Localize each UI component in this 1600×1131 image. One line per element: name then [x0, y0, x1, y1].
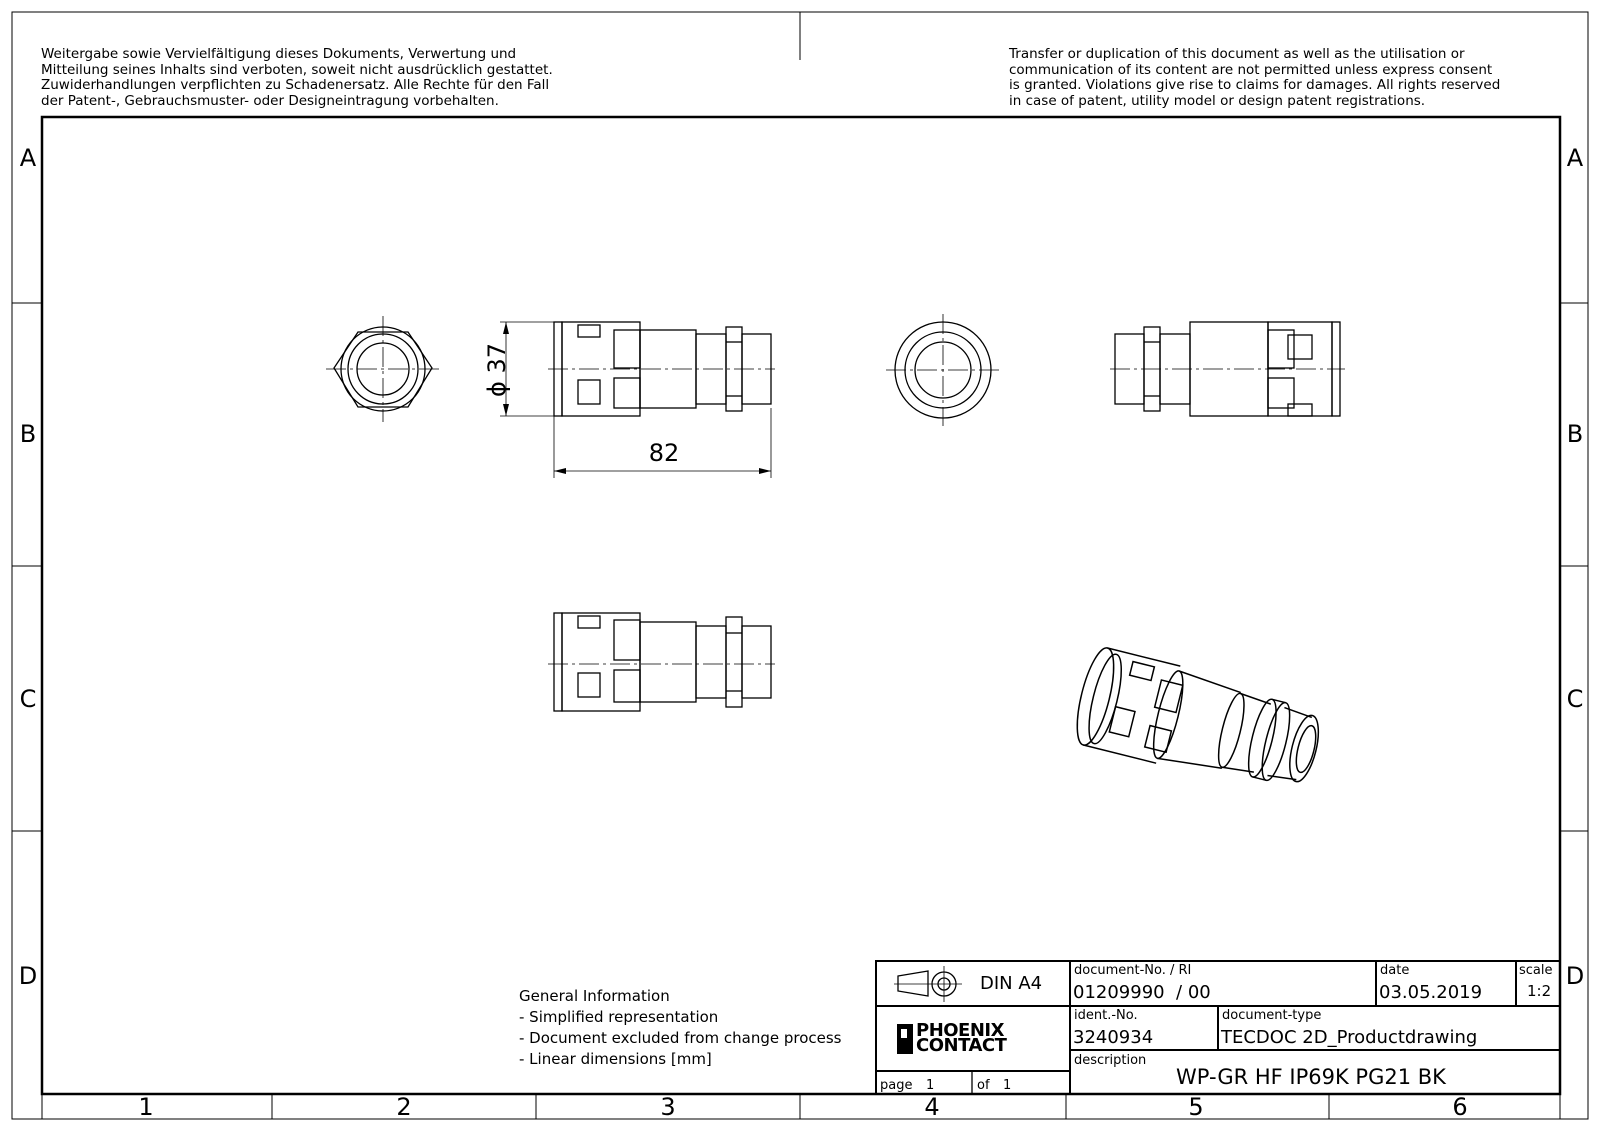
- ident-number-value: 3240934: [1073, 1027, 1154, 1048]
- grid-col-4: 4: [924, 1093, 940, 1121]
- document-type-value: TECDOC 2D_Productdrawing: [1221, 1027, 1478, 1048]
- logo-line-1: PHOENIX: [916, 1020, 1005, 1041]
- projection-symbol-icon: [894, 966, 962, 1002]
- general-info-item: - Linear dimensions [mm]: [519, 1050, 712, 1068]
- grid-col-2: 2: [396, 1093, 412, 1121]
- phoenix-logo-icon: [897, 1024, 913, 1054]
- general-information: General Information - Simplified represe…: [519, 986, 842, 1070]
- description-label: description: [1074, 1053, 1147, 1068]
- logo-line-2: CONTACT: [916, 1035, 1007, 1056]
- date-label: date: [1380, 963, 1410, 978]
- side-view-dimensioned: [500, 321, 775, 478]
- grid-col-6: 6: [1452, 1093, 1468, 1121]
- isometric-view: [1076, 647, 1320, 783]
- grid-row-c-left: C: [19, 685, 37, 713]
- drawing-frame: [40, 115, 1562, 1096]
- scale-label: scale: [1519, 963, 1553, 978]
- of-value: 1: [1003, 1078, 1012, 1093]
- ident-number-label: ident.-No.: [1074, 1008, 1138, 1023]
- front-view-hex: [326, 316, 440, 422]
- dimension-diameter: ϕ 37: [483, 343, 511, 397]
- front-view-round: [886, 314, 1000, 426]
- sheet-border: [11, 11, 1589, 1120]
- grid-col-3: 3: [660, 1093, 676, 1121]
- date-value: 03.05.2019: [1379, 982, 1483, 1003]
- side-view-mirrored: [1110, 321, 1345, 417]
- general-info-item: - Simplified representation: [519, 1008, 719, 1026]
- document-type-label: document-type: [1222, 1008, 1322, 1023]
- grid-row-d-right: D: [1565, 962, 1585, 990]
- company-logo: PHOENIX CONTACT: [916, 1020, 1007, 1056]
- grid-row-d-left: D: [18, 962, 38, 990]
- document-number-value: 01209990 / 00: [1073, 982, 1211, 1003]
- side-view-lower: [548, 612, 775, 712]
- grid-row-c-right: C: [1566, 685, 1584, 713]
- page-label: page: [880, 1078, 913, 1093]
- grid-col-5: 5: [1188, 1093, 1204, 1121]
- of-label: of: [977, 1078, 990, 1093]
- grid-row-a-left: A: [19, 144, 37, 172]
- description-value: WP-GR HF IP69K PG21 BK: [1176, 1065, 1446, 1089]
- dimension-length: 82: [648, 439, 680, 467]
- legal-notice-german: Weitergabe sowie Vervielfältigung dieses…: [41, 46, 553, 109]
- title-block-lines: [875, 960, 1561, 1095]
- general-info-heading: General Information: [519, 987, 670, 1005]
- grid-row-b-left: B: [19, 420, 37, 448]
- general-info-item: - Document excluded from change process: [519, 1029, 842, 1047]
- legal-notice-english: Transfer or duplication of this document…: [1009, 46, 1501, 109]
- grid-row-b-right: B: [1566, 420, 1584, 448]
- grid-row-a-right: A: [1566, 144, 1584, 172]
- document-number-label: document-No. / RI: [1074, 963, 1192, 978]
- grid-col-1: 1: [138, 1093, 154, 1121]
- page-value: 1: [926, 1078, 935, 1093]
- format-label: DIN A4: [980, 973, 1043, 994]
- scale-value: 1:2: [1527, 982, 1552, 1000]
